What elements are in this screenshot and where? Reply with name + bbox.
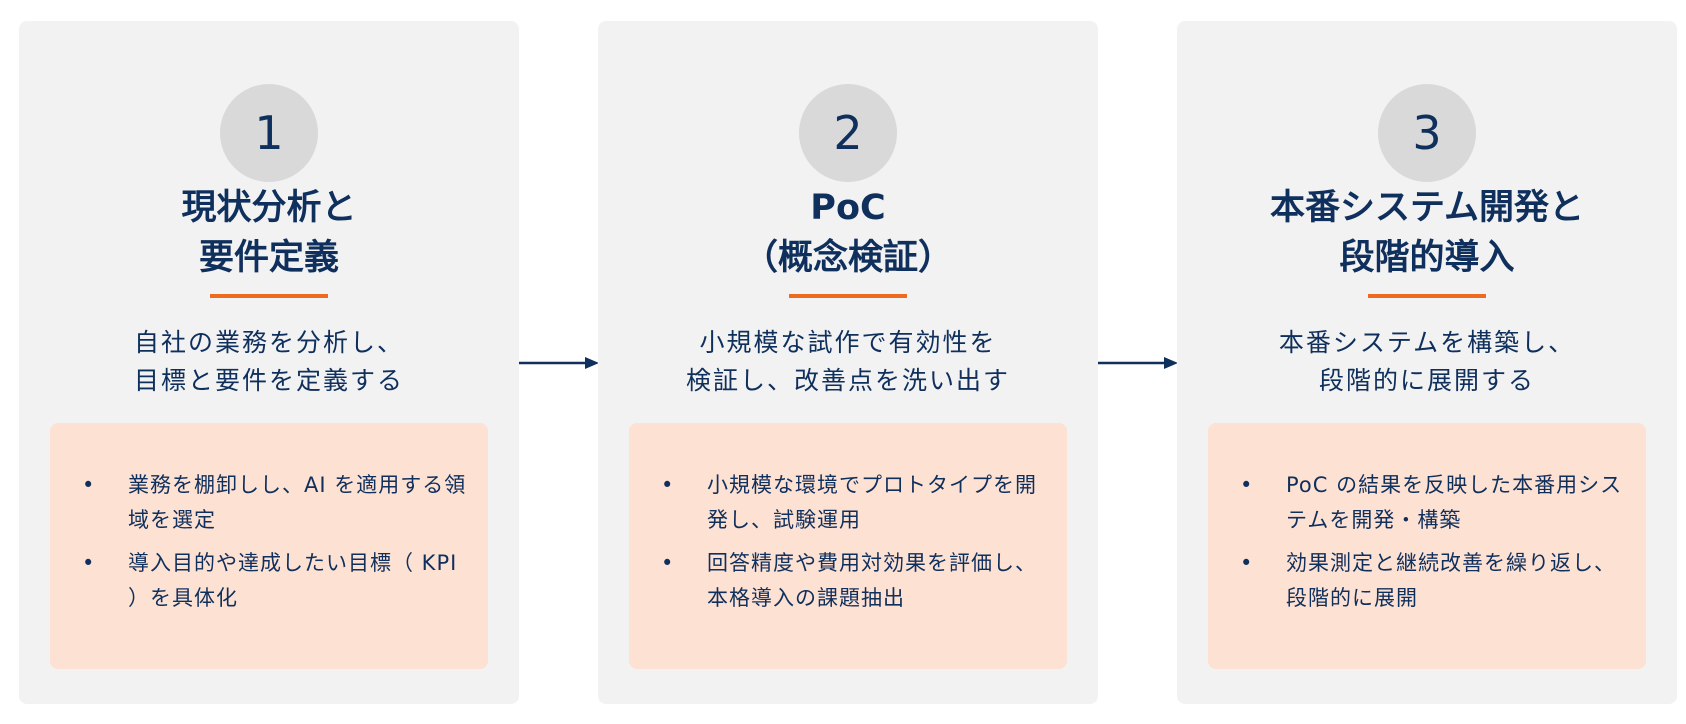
bullet-text: PoC の結果を反映した本番用システムを開発・構築	[1286, 473, 1623, 532]
step-title: 現状分析と 要件定義	[19, 183, 519, 283]
step-card-2: 2 PoC （概念検証） 小規模な試作で有効性を 検証し、改善点を洗い出す • 小…	[598, 21, 1098, 704]
bullet-icon: •	[1240, 473, 1254, 497]
bullet-box: • 業務を棚卸しし、AI を適用する領域を選定 • 導入目的や達成したい目標（ KPI…	[50, 423, 488, 669]
step-title-line: 要件定義	[198, 238, 339, 278]
step-title: PoC （概念検証）	[598, 183, 1098, 283]
bullet-item: • 導入目的や達成したい目標（ KPI ）を具体化	[70, 546, 468, 616]
step-title-line: 段階的導入	[1339, 238, 1515, 278]
bullet-item: • 業務を棚卸しし、AI を適用する領域を選定	[70, 468, 468, 538]
step-description: 小規模な試作で有効性を 検証し、改善点を洗い出す	[598, 324, 1098, 400]
description-line: 検証し、改善点を洗い出す	[685, 366, 1010, 395]
bullet-icon: •	[1240, 551, 1254, 575]
bullet-item: • 小規模な環境でプロトタイプを開発し、試験運用	[649, 468, 1047, 538]
description-line: 目標と要件を定義する	[133, 366, 404, 395]
bullet-text: 導入目的や達成したい目標（ KPI ）を具体化	[128, 551, 458, 610]
step-number-badge: 2	[799, 84, 897, 182]
bullet-text: 効果測定と継続改善を繰り返し、段階的に展開	[1286, 551, 1616, 610]
step-title-line: 本番システム開発と	[1270, 188, 1584, 228]
accent-divider	[789, 294, 907, 298]
bullet-item: • 効果測定と継続改善を繰り返し、段階的に展開	[1228, 546, 1626, 616]
step-description: 自社の業務を分析し、 目標と要件を定義する	[19, 324, 519, 400]
bullet-icon: •	[82, 551, 96, 575]
bullet-text: 業務を棚卸しし、AI を適用する領域を選定	[128, 473, 467, 532]
step-card-3: 3 本番システム開発と 段階的導入 本番システムを構築し、 段階的に展開する •…	[1177, 21, 1677, 704]
step-number: 3	[1412, 106, 1442, 160]
step-title-line: PoC	[810, 188, 886, 228]
step-card-1: 1 現状分析と 要件定義 自社の業務を分析し、 目標と要件を定義する • 業務を棚…	[19, 21, 519, 704]
bullet-item: • 回答精度や費用対効果を評価し、本格導入の課題抽出	[649, 546, 1047, 616]
step-title-line: 現状分析と	[181, 188, 357, 228]
bullet-icon: •	[661, 551, 675, 575]
step-title-line: （概念検証）	[742, 238, 953, 278]
arrow-right-icon	[519, 357, 599, 369]
step-title: 本番システム開発と 段階的導入	[1177, 183, 1677, 283]
bullet-item: • PoC の結果を反映した本番用システムを開発・構築	[1228, 468, 1626, 538]
bullet-icon: •	[82, 473, 96, 497]
accent-divider	[210, 294, 328, 298]
description-line: 段階的に展開する	[1318, 366, 1535, 395]
step-number-badge: 3	[1378, 84, 1476, 182]
bullet-text: 小規模な環境でプロトタイプを開発し、試験運用	[707, 473, 1037, 532]
description-line: 小規模な試作で有効性を	[699, 328, 997, 357]
step-number-badge: 1	[220, 84, 318, 182]
bullet-text: 回答精度や費用対効果を評価し、本格導入の課題抽出	[707, 551, 1037, 610]
description-line: 本番システムを構築し、	[1278, 328, 1576, 357]
accent-divider	[1368, 294, 1486, 298]
step-number: 1	[254, 106, 284, 160]
description-line: 自社の業務を分析し、	[133, 328, 404, 357]
step-number: 2	[833, 106, 863, 160]
bullet-box: • PoC の結果を反映した本番用システムを開発・構築 • 効果測定と継続改善を繰り返…	[1208, 423, 1646, 669]
bullet-box: • 小規模な環境でプロトタイプを開発し、試験運用 • 回答精度や費用対効果を評価し、本…	[629, 423, 1067, 669]
bullet-icon: •	[661, 473, 675, 497]
step-description: 本番システムを構築し、 段階的に展開する	[1177, 324, 1677, 400]
arrow-right-icon	[1098, 357, 1178, 369]
